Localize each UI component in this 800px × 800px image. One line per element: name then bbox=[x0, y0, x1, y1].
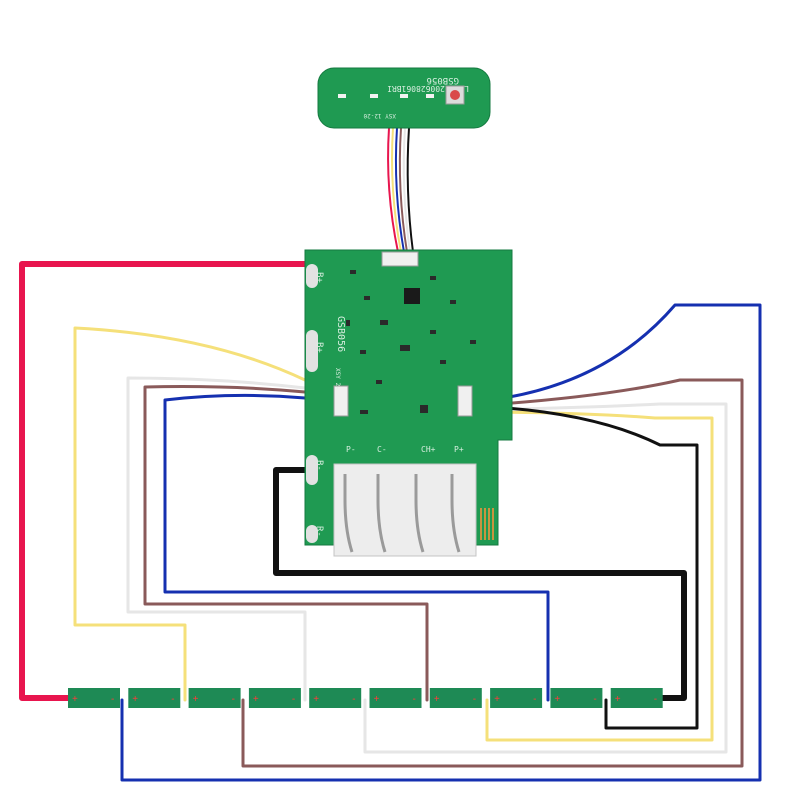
battery-cell: +- bbox=[610, 688, 663, 708]
battery-cell-plus-mark: + bbox=[72, 694, 78, 705]
led-board: GSB056 LTH20200628061BRI XSY 12-20 bbox=[317, 67, 491, 129]
led-indicator bbox=[400, 94, 408, 98]
wire-brown-left bbox=[143, 385, 429, 702]
pad-b-minus bbox=[306, 455, 318, 485]
battery-cell-plus-mark: + bbox=[313, 694, 319, 705]
pad-r-minus bbox=[306, 525, 318, 543]
component-group bbox=[346, 270, 476, 414]
main-board-version: XSY 2- bbox=[334, 368, 341, 390]
battery-cell-body bbox=[610, 688, 663, 708]
battery-cell-minus-mark: - bbox=[292, 694, 295, 705]
pad-label-b-plus-top: B+ bbox=[314, 272, 324, 283]
pad-b-plus-top bbox=[306, 264, 318, 288]
wire-black-right bbox=[468, 404, 699, 730]
main-board: B+ B+ B- R- GSB056 XSY 2- P- C- CH+ P+ bbox=[304, 249, 513, 557]
right-balance-connector bbox=[457, 385, 473, 417]
pad-label-r-minus: R- bbox=[314, 526, 324, 537]
main-board-model: GSB056 bbox=[335, 316, 346, 352]
wire-black-main bbox=[273, 467, 687, 701]
battery-cell-plus-mark: + bbox=[193, 694, 199, 705]
led-indicator bbox=[426, 94, 434, 98]
terminal-label-p-plus: P+ bbox=[454, 445, 464, 454]
battery-cell: +- bbox=[128, 688, 181, 708]
terminal-contact bbox=[450, 474, 461, 553]
battery-cell-minus-mark: - bbox=[473, 694, 476, 705]
battery-cell-minus-mark: - bbox=[533, 694, 536, 705]
battery-cell-body bbox=[68, 688, 120, 708]
battery-cell-body bbox=[550, 688, 603, 708]
battery-cell-minus-mark: - bbox=[111, 694, 114, 705]
battery-cell: +- bbox=[248, 688, 301, 708]
led-board-date: XSY 12-20 bbox=[363, 112, 396, 119]
battery-cell-plus-mark: + bbox=[374, 694, 380, 705]
battery-cell: +- bbox=[188, 688, 241, 708]
terminal-contact bbox=[414, 474, 425, 553]
wire-yellow-left bbox=[73, 326, 307, 702]
wire-white-left bbox=[126, 376, 307, 702]
battery-cell-plus-mark: + bbox=[434, 694, 440, 705]
battery-cell-strip: +-+-+-+-+-+-+-+-+-+- bbox=[68, 688, 663, 708]
battery-cell-minus-mark: - bbox=[413, 694, 416, 705]
terminal-label-p-minus: P- bbox=[346, 445, 356, 454]
terminal-block bbox=[333, 463, 477, 557]
push-button-cap[interactable] bbox=[450, 90, 460, 100]
led-board-model: GSB056 bbox=[426, 75, 459, 85]
battery-cell-body bbox=[188, 688, 241, 708]
battery-cell-body bbox=[248, 688, 301, 708]
battery-cell: +- bbox=[369, 688, 422, 708]
battery-cell-body bbox=[369, 688, 422, 708]
battery-cell-body bbox=[128, 688, 181, 708]
ribbon-cable bbox=[387, 127, 414, 253]
battery-cell: +- bbox=[550, 688, 603, 708]
led-indicator-group bbox=[338, 94, 434, 98]
battery-cell: +- bbox=[429, 688, 482, 708]
battery-cell-minus-mark: - bbox=[232, 694, 235, 705]
battery-cell: +- bbox=[68, 688, 120, 708]
terminal-label-ch-plus: CH+ bbox=[421, 445, 436, 454]
battery-cell: +- bbox=[490, 688, 543, 708]
battery-cell-body bbox=[429, 688, 482, 708]
pad-label-b-plus-mid: B+ bbox=[314, 342, 324, 353]
left-balance-connector bbox=[333, 385, 349, 417]
pad-b-plus-mid bbox=[306, 330, 318, 372]
battery-cell-plus-mark: + bbox=[494, 694, 500, 705]
battery-cell-plus-mark: + bbox=[253, 694, 259, 705]
terminal-label-c-minus: C- bbox=[377, 445, 387, 454]
battery-cell-minus-mark: - bbox=[352, 694, 355, 705]
wire-red bbox=[19, 261, 315, 701]
ribbon-connector bbox=[381, 251, 419, 267]
battery-cell-minus-mark: - bbox=[654, 694, 657, 705]
main-chip bbox=[404, 288, 420, 304]
terminal-contacts bbox=[343, 474, 461, 553]
terminal-contact bbox=[376, 474, 387, 553]
battery-cell-plus-mark: + bbox=[132, 694, 138, 705]
battery-cell-minus-mark: - bbox=[593, 694, 596, 705]
battery-cell-plus-mark: + bbox=[615, 694, 621, 705]
led-board-serial: LTH20200628061BRI bbox=[387, 84, 469, 93]
battery-cell: +- bbox=[309, 688, 362, 708]
wire-blue-left bbox=[163, 393, 550, 702]
pad-label-b-minus: B- bbox=[314, 460, 324, 471]
battery-cell-body bbox=[309, 688, 362, 708]
gold-fingers bbox=[480, 508, 494, 540]
terminal-contact bbox=[343, 474, 354, 553]
led-indicator bbox=[338, 94, 346, 98]
battery-cell-plus-mark: + bbox=[554, 694, 560, 705]
led-indicator bbox=[370, 94, 378, 98]
battery-cell-body bbox=[490, 688, 543, 708]
battery-cell-minus-mark: - bbox=[171, 694, 174, 705]
